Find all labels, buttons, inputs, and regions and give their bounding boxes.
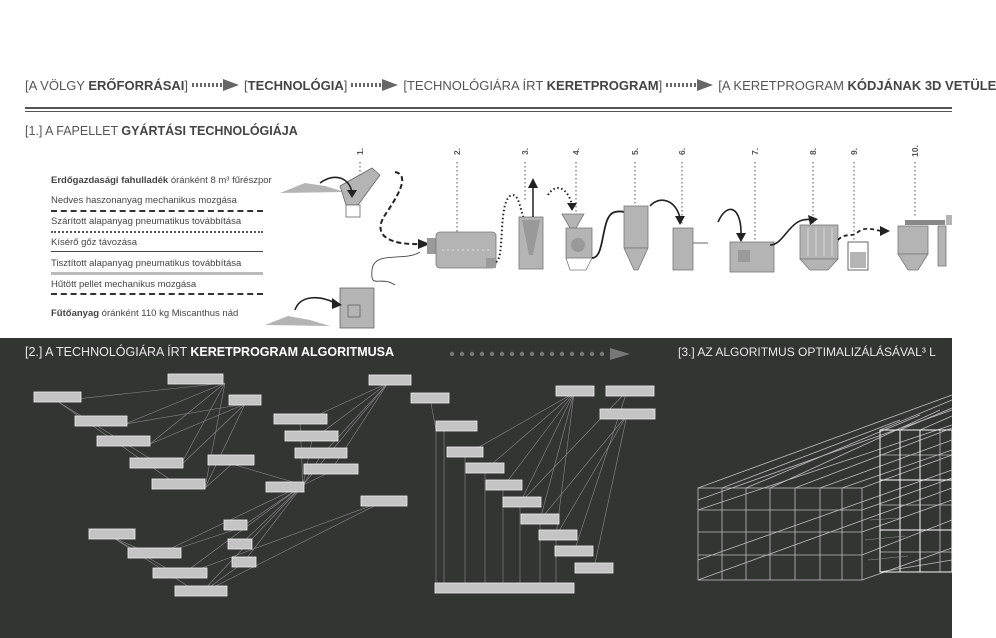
flow-arrow-icon — [351, 79, 399, 91]
header-flow: [A VÖLGY ERŐFORRÁSAI] [TECHNOLÓGIA] [TEC… — [25, 75, 996, 95]
header-rule — [25, 107, 952, 109]
algorithm-node-graph — [33, 373, 656, 597]
dotted-arrow-icon — [449, 348, 630, 360]
section3-title: [3.] AZ ALGORITMUS OPTIMALIZÁLÁSÁVAL³ L — [678, 345, 936, 359]
legend-line-4 — [51, 272, 263, 275]
legend-line-2 — [51, 231, 263, 233]
production-process-diagram — [265, 162, 952, 329]
flow-step-4: [A KERETPROGRAM KÓDJÁNAK 3D VETÜLE — [718, 77, 996, 93]
source-label: Erdőgazdasági fahulladék óránként 8 m³ f… — [51, 175, 272, 186]
fuel-label: Fűtőanyag óránként 110 kg Miscanthus nád — [51, 308, 239, 319]
legend-item-3: Kísérő gőz távozása — [51, 237, 138, 248]
section2-title: [2.] A TECHNOLÓGIÁRA ÍRT KERETPROGRAM AL… — [25, 345, 395, 359]
flow-step-3: [TECHNOLÓGIÁRA ÍRT KERETPROGRAM] — [403, 77, 663, 93]
legend-item-1: Nedves haszonanyag mechanikus mozgása — [51, 195, 237, 206]
header-rule-thin — [25, 111, 952, 112]
section1-title: [1.] A FAPELLET GYÁRTÁSI TECHNOLÓGIÁJA — [25, 124, 298, 138]
legend-line-3 — [51, 251, 263, 252]
flow-step-1: [A VÖLGY ERŐFORRÁSAI] — [25, 77, 189, 93]
legend-item-2: Szárított alapanyag pneumatikus továbbít… — [51, 216, 242, 227]
flow-arrow-icon — [666, 79, 714, 91]
flow-arrow-icon — [192, 79, 240, 91]
legend-line-5 — [51, 293, 263, 295]
legend-item-4: Tisztított alapanyag pneumatikus továbbí… — [51, 258, 242, 269]
legend-line-1 — [51, 210, 263, 212]
3d-wireframe-projection — [697, 394, 953, 581]
legend-item-5: Hűtött pellet mechanikus mozgása — [51, 279, 197, 290]
flow-step-2: [TECHNOLÓGIA] — [244, 77, 348, 93]
